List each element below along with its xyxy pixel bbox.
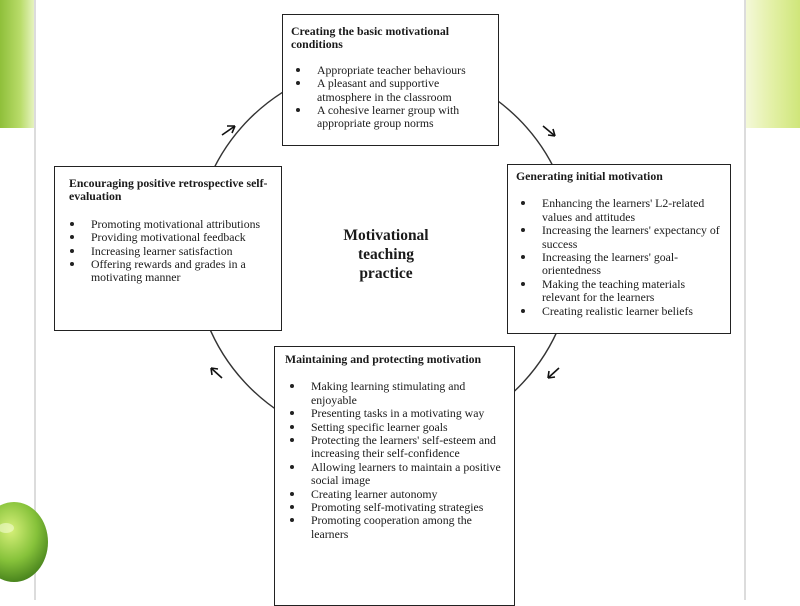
slide-border-left [34,0,36,600]
bullet-list: Promoting motivational attributions Prov… [65,217,269,285]
center-title-line-3: practice [359,265,413,282]
list-item: A pleasant and supportive atmosphere in … [291,77,490,104]
list-item: Promoting cooperation among the learners [285,514,506,541]
list-item: A cohesive learner group with appropriat… [291,103,490,131]
box-basic-conditions: Creating the basic motivational conditio… [282,14,499,146]
box-title: Generating initial motivation [516,169,663,183]
box-title: Maintaining and protecting motivation [285,352,482,366]
list-item: Allowing learners to maintain a positive… [285,460,506,488]
list-item: Enhancing the learners' L2-related value… [516,197,722,224]
list-item: Making learning stimulating and enjoyabl… [285,380,506,407]
list-item: Creating learner autonomy [285,487,506,501]
cycle-arrow-top-right-icon [542,125,556,137]
center-title: Motivational teaching practice [318,226,454,283]
green-band-left [0,0,34,128]
list-item: Creating realistic learner beliefs [516,304,722,318]
green-apple-icon [0,502,48,582]
list-item: Presenting tasks in a motivating way [285,406,506,420]
box-self-evaluation: Encouraging positive retrospective self-… [54,166,282,331]
box-maintaining-motivation: Maintaining and protecting motivation Ma… [274,346,515,606]
list-item: Promoting self-motivating strategies [285,500,506,514]
list-item: Protecting the learners' self-esteem and… [285,433,506,461]
center-title-line-1: Motivational [343,227,429,244]
list-item: Offering rewards and grades in a motivat… [65,257,269,285]
list-item: Setting specific learner goals [285,420,506,434]
list-item: Providing motivational feedback [65,230,269,244]
box-title: Creating the basic motivational conditio… [291,24,450,52]
bullet-list: Enhancing the learners' L2-related value… [516,197,722,318]
list-item: Promoting motivational attributions [65,217,269,231]
list-item: Making the teaching materials relevant f… [516,277,722,305]
bullet-list: Appropriate teacher behaviours A pleasan… [291,63,490,131]
slide-border-right [744,0,746,600]
list-item: Appropriate teacher behaviours [291,63,490,77]
box-title: Encouraging positive retrospective self-… [69,176,268,204]
cycle-arrow-bottom-right-icon [547,367,560,379]
green-band-right [744,0,800,128]
cycle-arrow-top-left-icon [221,125,236,136]
list-item: Increasing the learners' expectancy of s… [516,224,722,251]
bullet-list: Making learning stimulating and enjoyabl… [285,380,506,541]
list-item: Increasing learner satisfaction [65,244,269,258]
cycle-arrow-bottom-left-icon [210,367,223,379]
center-title-line-2: teaching [358,246,414,263]
box-initial-motivation: Generating initial motivation Enhancing … [507,164,731,334]
list-item: Increasing the learners' goal-orientedne… [516,250,722,278]
